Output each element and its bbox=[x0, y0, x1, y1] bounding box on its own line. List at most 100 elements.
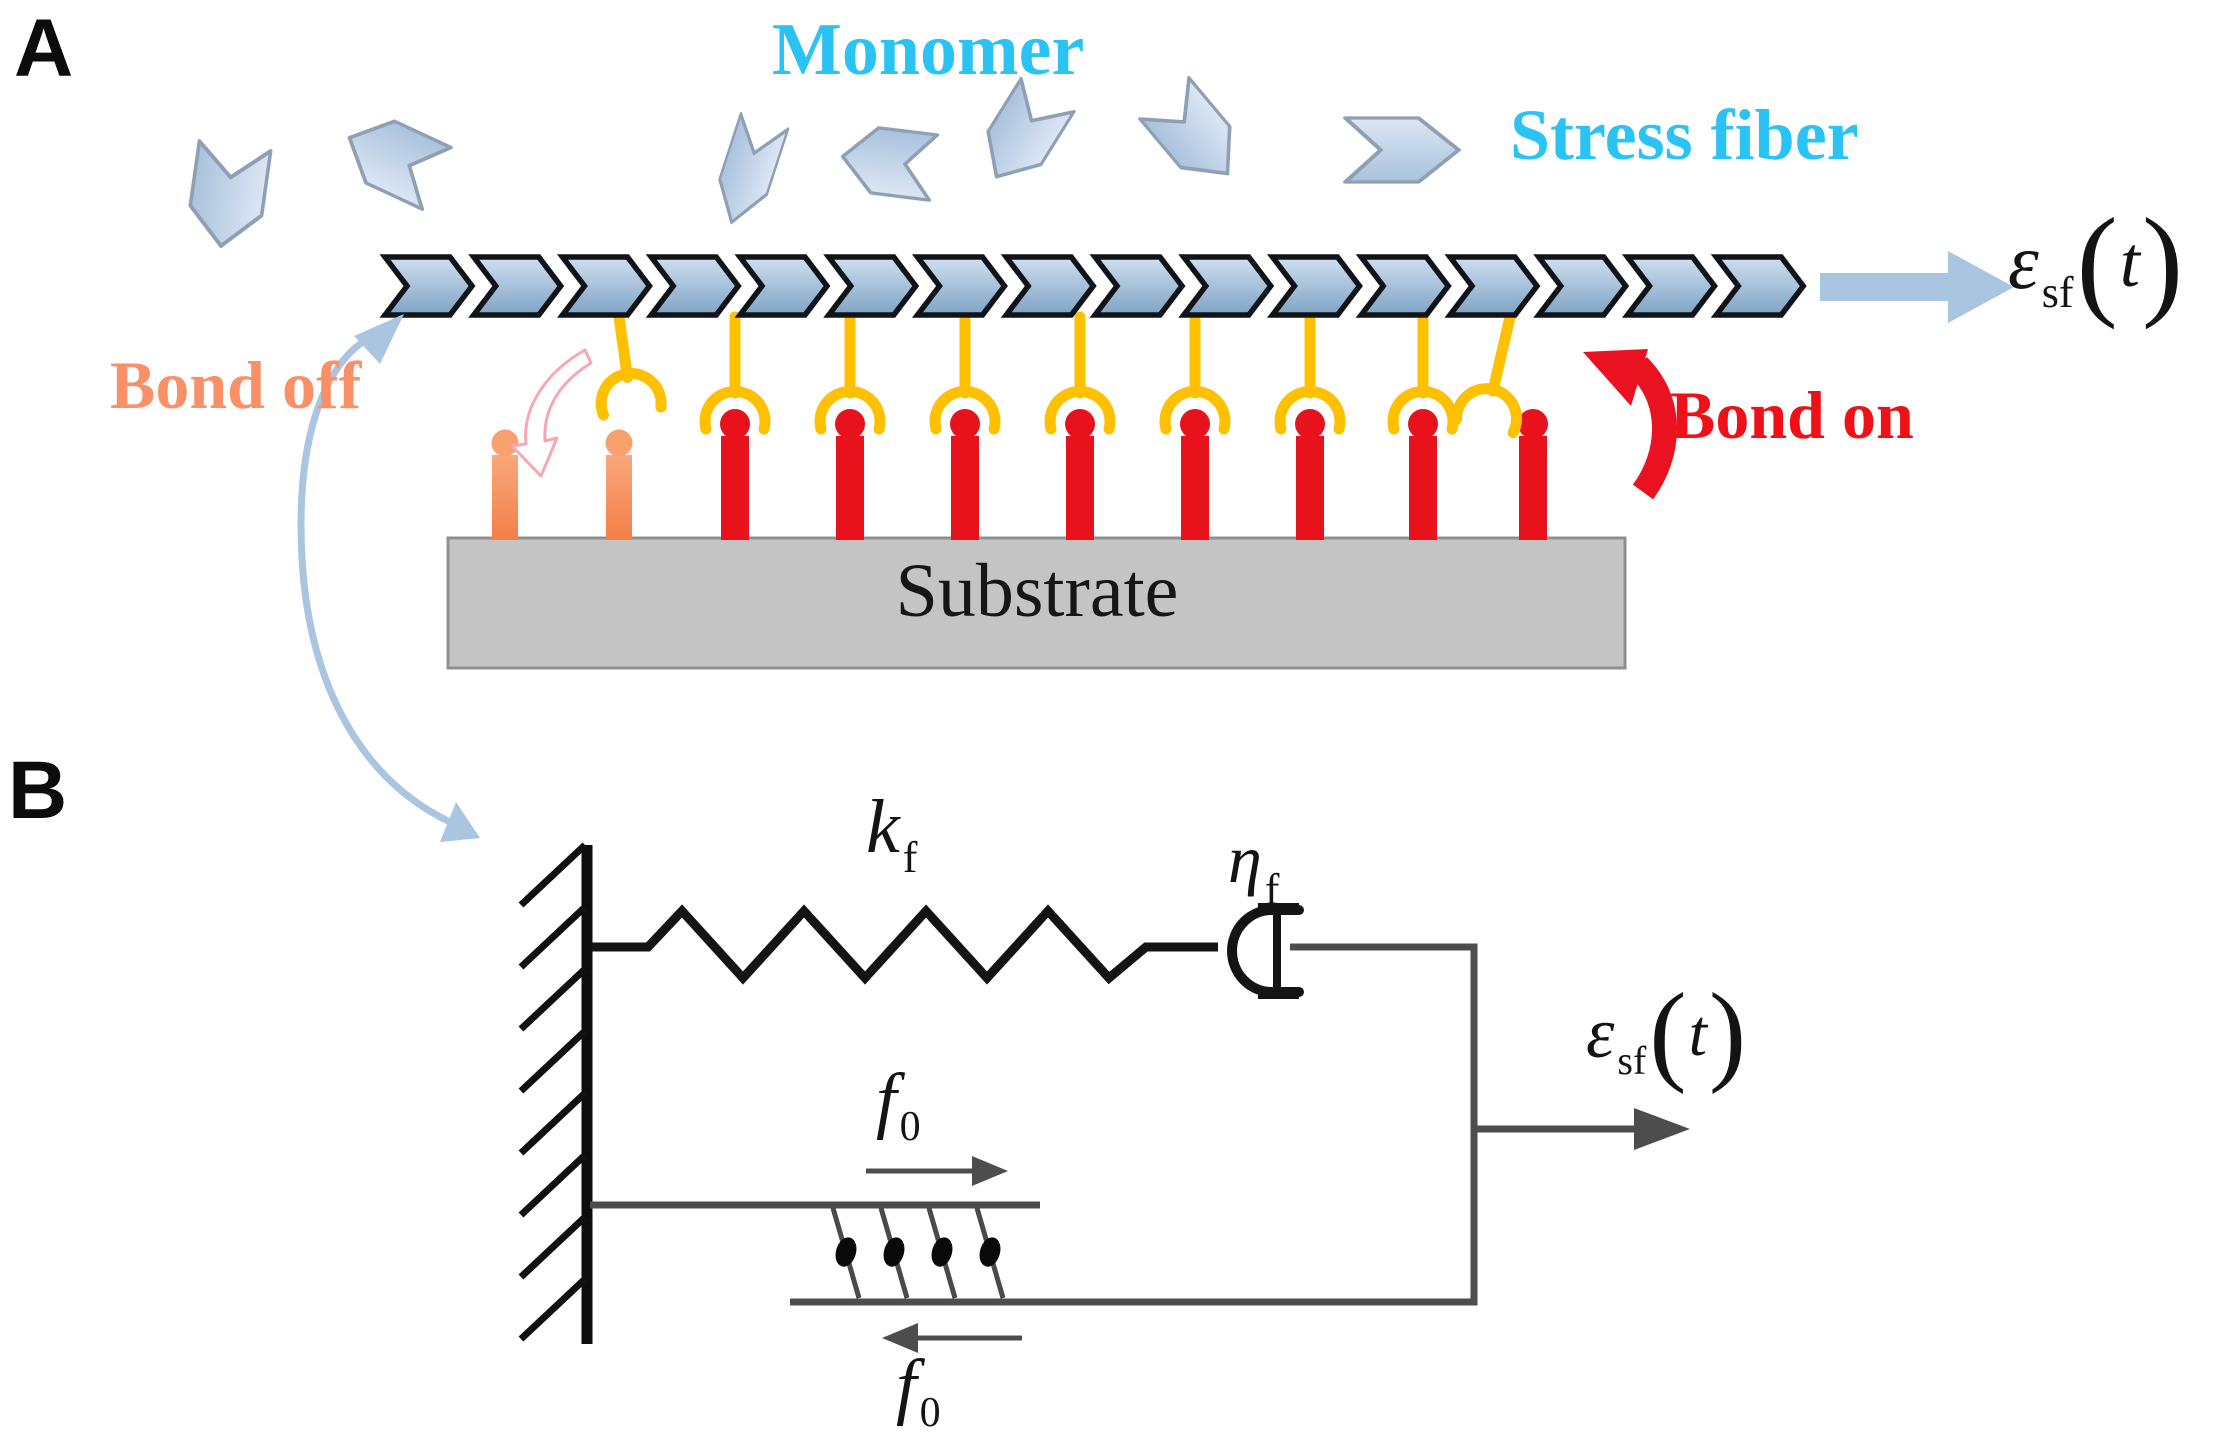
hatch-stroke bbox=[518, 1276, 588, 1342]
myosin-motor-icon bbox=[830, 1207, 862, 1299]
strain-subscript: sf bbox=[2041, 267, 2074, 317]
fiber-segment bbox=[1355, 254, 1452, 318]
bond-on-label: Bond on bbox=[1670, 377, 1914, 453]
strain-symbol: ε bbox=[2008, 218, 2039, 306]
fiber-segment bbox=[823, 254, 920, 318]
strain-arrow-head bbox=[1948, 251, 2014, 323]
myosin-motor-icon bbox=[878, 1207, 910, 1299]
fiber-segment bbox=[645, 254, 742, 318]
ligand-pin-bound bbox=[1518, 409, 1548, 540]
pin-head bbox=[835, 409, 865, 439]
hatch-stroke bbox=[518, 966, 588, 1032]
fiber-segment bbox=[734, 254, 831, 318]
spring-icon bbox=[592, 904, 1218, 985]
pin-head bbox=[1180, 409, 1210, 439]
stress-fiber-label: Stress fiber bbox=[1510, 95, 1859, 175]
pin-stem bbox=[1409, 436, 1437, 540]
pin-stem bbox=[1296, 436, 1324, 540]
ligand-pin-bound bbox=[1065, 409, 1095, 540]
strain-argument: t bbox=[1688, 996, 1707, 1070]
receptor-bound bbox=[1274, 311, 1346, 435]
monomer-icon bbox=[840, 126, 940, 202]
monomer-icon bbox=[1138, 76, 1232, 176]
circuit-strain-head bbox=[1634, 1108, 1690, 1150]
dashpot-icon bbox=[1227, 903, 1304, 999]
wall-hatching bbox=[518, 842, 588, 1342]
fiber-segment bbox=[556, 254, 653, 318]
force-subscript: 0 bbox=[919, 1389, 941, 1436]
pin-head bbox=[1295, 409, 1325, 439]
hatch-stroke bbox=[518, 904, 588, 970]
fiber-strain-arrow bbox=[1820, 251, 2014, 323]
monomer-icon bbox=[986, 76, 1076, 179]
panel-b-label: B bbox=[8, 745, 68, 836]
strain-subscript: sf bbox=[1617, 1038, 1647, 1084]
panel-link-curve bbox=[297, 330, 452, 826]
myosin-motor-icon bbox=[974, 1207, 1006, 1299]
bond-on-arrow-body bbox=[1628, 357, 1677, 500]
pin-stem bbox=[1181, 436, 1209, 540]
motor-head bbox=[931, 1237, 953, 1267]
bond-off-label: Bond off bbox=[110, 347, 362, 423]
circuit-strain-arrow bbox=[1474, 1108, 1690, 1150]
strain-close-paren: ) bbox=[1708, 971, 1747, 1095]
pin-head bbox=[491, 429, 519, 457]
receptor-detached bbox=[595, 311, 667, 421]
ligand-pin-bound bbox=[1408, 409, 1438, 540]
fiber-segment bbox=[1178, 254, 1275, 318]
fiber-segment bbox=[1533, 254, 1630, 318]
monomer-icon bbox=[718, 111, 790, 225]
receptor-arc bbox=[595, 368, 667, 421]
pin-stem bbox=[951, 436, 979, 540]
pin-stem bbox=[606, 455, 632, 540]
hatch-stroke bbox=[518, 1214, 588, 1280]
force-symbol: f bbox=[876, 1059, 897, 1141]
myosin-motor-icon bbox=[926, 1207, 958, 1299]
myosin-motor-icons bbox=[830, 1207, 1006, 1299]
strain-symbol: ε bbox=[1586, 993, 1615, 1074]
receptor-bound bbox=[929, 311, 1001, 435]
ligand-pin-unbound bbox=[605, 429, 633, 540]
strain-open-paren: ( bbox=[1649, 971, 1687, 1095]
receptor-arc bbox=[1274, 385, 1346, 435]
force-symbol: f bbox=[896, 1345, 917, 1427]
bond-off-arrow-icon bbox=[510, 348, 593, 478]
receptor-bound bbox=[1159, 311, 1231, 435]
fiber-segment bbox=[911, 254, 1008, 318]
bond-pins bbox=[491, 409, 1548, 540]
panel-link-arrowhead-top bbox=[354, 314, 404, 364]
fiber-segment bbox=[1710, 254, 1807, 318]
dashpot-symbol: η bbox=[1228, 821, 1262, 897]
force-arrow-bottom bbox=[882, 1323, 1022, 1353]
fiber-segment bbox=[1000, 254, 1097, 318]
monomer-icon bbox=[347, 119, 453, 211]
hatch-stroke bbox=[518, 1028, 588, 1094]
ligand-pin-bound bbox=[1295, 409, 1325, 540]
receptor-arc bbox=[814, 385, 886, 435]
fiber-segment bbox=[1266, 254, 1363, 318]
pin-head bbox=[1518, 409, 1548, 439]
ligand-pin-bound bbox=[950, 409, 980, 540]
hatch-stroke bbox=[518, 1090, 588, 1156]
monomer-icon bbox=[188, 138, 273, 249]
ligand-pin-bound bbox=[835, 409, 865, 540]
receptor-arc bbox=[929, 385, 1001, 435]
force-subscript: 0 bbox=[899, 1103, 921, 1150]
fiber-segment bbox=[1089, 254, 1186, 318]
bond-on-arrow-head bbox=[1583, 349, 1648, 406]
pin-stem bbox=[836, 436, 864, 540]
motor-head bbox=[835, 1237, 857, 1267]
ligand-pin-unbound bbox=[491, 429, 519, 540]
receptor-arc bbox=[1159, 385, 1231, 435]
receptor-bound-tilted bbox=[1451, 311, 1522, 439]
fiber-segment bbox=[1444, 254, 1541, 318]
panel-link-arrow bbox=[297, 314, 480, 842]
panel-link-arrowhead-bottom bbox=[440, 802, 480, 842]
hatch-stroke bbox=[518, 1152, 588, 1218]
receptor-bound bbox=[814, 311, 886, 435]
dashpot-cup bbox=[1227, 905, 1304, 997]
